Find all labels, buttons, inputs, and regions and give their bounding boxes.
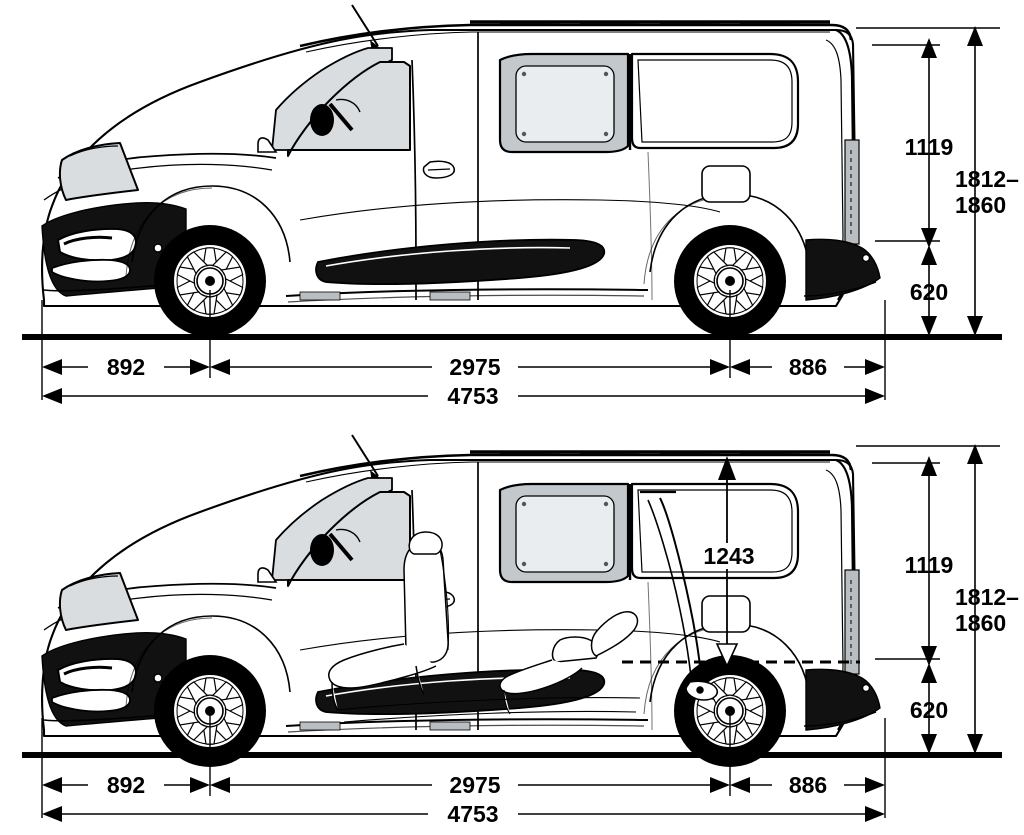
dimension-overall-length: 4753: [42, 801, 885, 827]
dimension-front-overhang: 892: [42, 772, 210, 798]
dimension-front-overhang: 892: [42, 354, 210, 380]
interior-seats: [328, 490, 718, 723]
dim-620-label: 620: [910, 697, 948, 723]
dimension-overall-height: 1812– 1860: [856, 26, 1019, 336]
dim-overall-height-line1: 1812–: [955, 166, 1019, 192]
passenger-van-view: 1243 1119 620 1812– 1860: [0, 418, 1024, 835]
dim-1243-label: 1243: [703, 543, 754, 569]
dim-1119-label: 1119: [905, 134, 954, 160]
dim-4753-label: 4753: [447, 801, 498, 827]
dimension-interior-height: 1243: [688, 456, 770, 668]
dim-886-label: 886: [789, 354, 827, 380]
dim-overall-height-line2: 1860: [955, 192, 1006, 218]
van-side-illustration-interior: [40, 433, 882, 768]
dimension-lower-body-height: 620: [910, 245, 948, 336]
dim-620-label: 620: [910, 279, 948, 305]
dimension-overall-height: 1812– 1860: [856, 444, 1019, 754]
dimension-extension-lines: [41, 708, 886, 818]
dimension-wheelbase: 2975: [210, 354, 730, 380]
dim-2975-label: 2975: [449, 772, 500, 798]
cargo-van-view: 1119 620 1812– 1860 89: [22, 3, 1019, 409]
dim-overall-height-line1: 1812–: [955, 584, 1019, 610]
dimension-wheelbase: 2975: [210, 772, 730, 798]
dim-2975-label: 2975: [449, 354, 500, 380]
dimension-rear-overhang: 886: [730, 772, 885, 798]
dimension-overall-length: 4753: [42, 383, 885, 409]
dimension-lower-body-height: 620: [910, 663, 948, 754]
dim-4753-label: 4753: [447, 383, 498, 409]
dim-1119-label: 1119: [905, 552, 954, 578]
van-side-illustration: [40, 3, 882, 338]
dimension-upper-body-height: 1119: [872, 38, 953, 248]
dimension-upper-body-height: 1119: [872, 456, 953, 666]
dim-overall-height-line2: 1860: [955, 610, 1006, 636]
dim-892-label: 892: [107, 354, 145, 380]
dimension-extension-lines: [41, 290, 886, 400]
dim-892-label: 892: [107, 772, 145, 798]
dim-886-label: 886: [789, 772, 827, 798]
dimension-rear-overhang: 886: [730, 354, 885, 380]
